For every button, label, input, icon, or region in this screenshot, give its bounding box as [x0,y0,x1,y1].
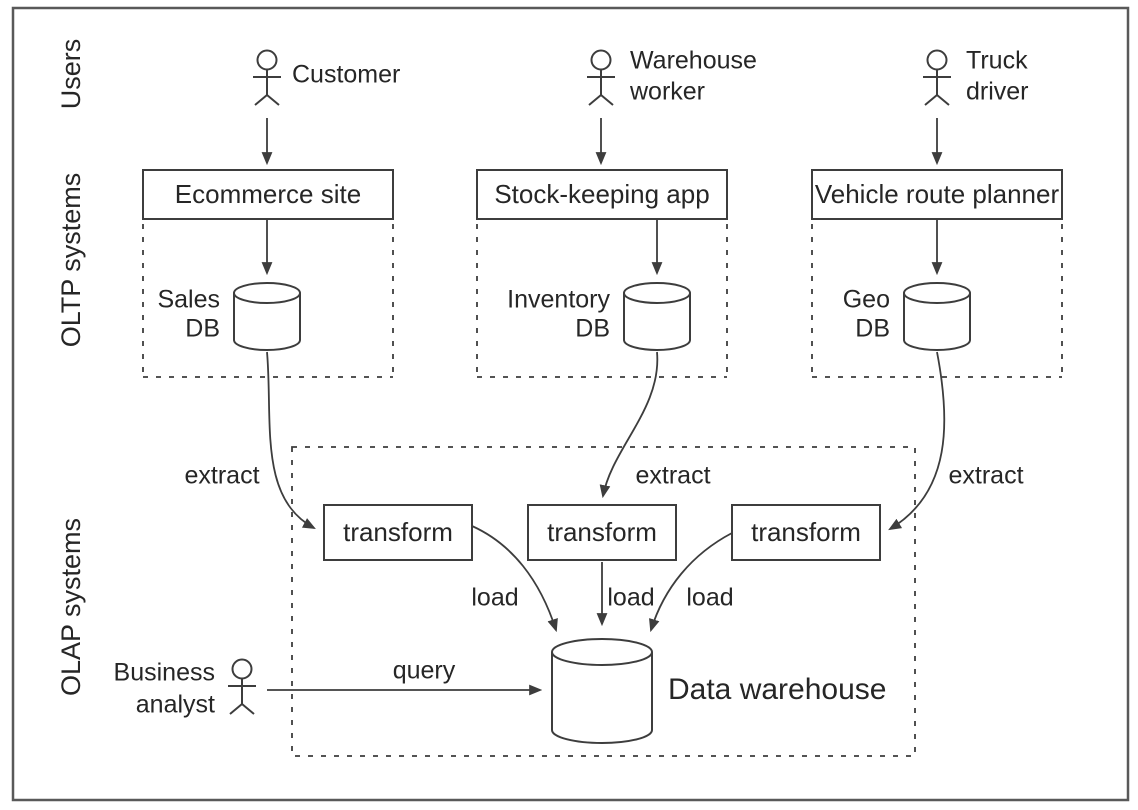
customer-actor-icon [252,49,282,106]
transform-box-3 [731,504,881,561]
transform-label-1: transform [343,517,453,547]
inventory-db-cylinder-icon [623,282,691,351]
column-route-planner: Truck driver Vehicle route planner Geo D… [649,47,1063,633]
ecommerce-site-box [142,169,394,220]
sales-db-label-line1: Sales [157,286,220,314]
warehouse-worker-label-line2: worker [629,78,705,106]
sales-db-cylinder-icon [233,282,301,351]
oltp-dashed-box-3 [811,224,1063,378]
diagram-frame [11,6,1130,802]
extract-arrow-1 [266,351,316,530]
load-arrow-3 [649,532,733,633]
stock-keeping-app-label: Stock-keeping app [494,179,709,209]
truck-driver-label-line2: driver [966,78,1029,106]
extract-arrow-3 [888,351,946,531]
extract-arrow-2 [599,351,659,499]
business-analyst-label-line2: analyst [136,691,215,719]
row-label-oltp-systems: OLTP systems [56,173,86,348]
truck-driver-label-line1: Truck [966,47,1028,75]
stock-keeping-app-box [476,169,728,220]
load-label-1: load [471,584,518,612]
customer-label: Customer [292,61,400,89]
inventory-db-label-line2: DB [575,315,610,343]
load-arrow-1 [471,525,558,633]
inventory-db-label-line1: Inventory [507,286,610,314]
data-warehouse-label: Data warehouse [668,673,886,706]
column-ecommerce: Customer Ecommerce site Sales DB extract… [142,49,558,633]
warehouse-worker-actor-icon [586,49,616,106]
geo-db-label-line1: Geo [843,286,890,314]
row-label-olap-systems: OLAP systems [56,518,86,696]
warehouse-worker-label-line1: Warehouse [630,47,757,75]
transform-box-1 [323,504,473,561]
business-analyst-group: Business analyst query [114,657,543,719]
vehicle-route-planner-label: Vehicle route planner [815,179,1060,209]
row-label-users: Users [56,39,86,110]
business-analyst-label-line1: Business [114,659,215,687]
transform-box-2 [527,504,677,561]
query-label: query [393,657,456,685]
geo-db-label-line2: DB [855,315,890,343]
transform-label-2: transform [547,517,657,547]
vehicle-route-planner-box [811,169,1063,220]
business-analyst-actor-icon [227,658,257,715]
sales-db-label-line2: DB [185,315,220,343]
data-warehouse-cylinder-icon [551,638,653,744]
extract-label-1: extract [184,462,259,490]
load-label-2: load [607,584,654,612]
transform-label-3: transform [751,517,861,547]
oltp-dashed-box-1 [142,224,394,378]
geo-db-cylinder-icon [903,282,971,351]
oltp-dashed-box-2 [476,224,728,378]
column-stock-keeping: Warehouse worker Stock-keeping app Inven… [476,47,757,627]
extract-label-2: extract [635,462,710,490]
load-label-3: load [686,584,733,612]
truck-driver-actor-icon [922,49,952,106]
ecommerce-site-label: Ecommerce site [175,179,361,209]
extract-label-3: extract [948,462,1023,490]
